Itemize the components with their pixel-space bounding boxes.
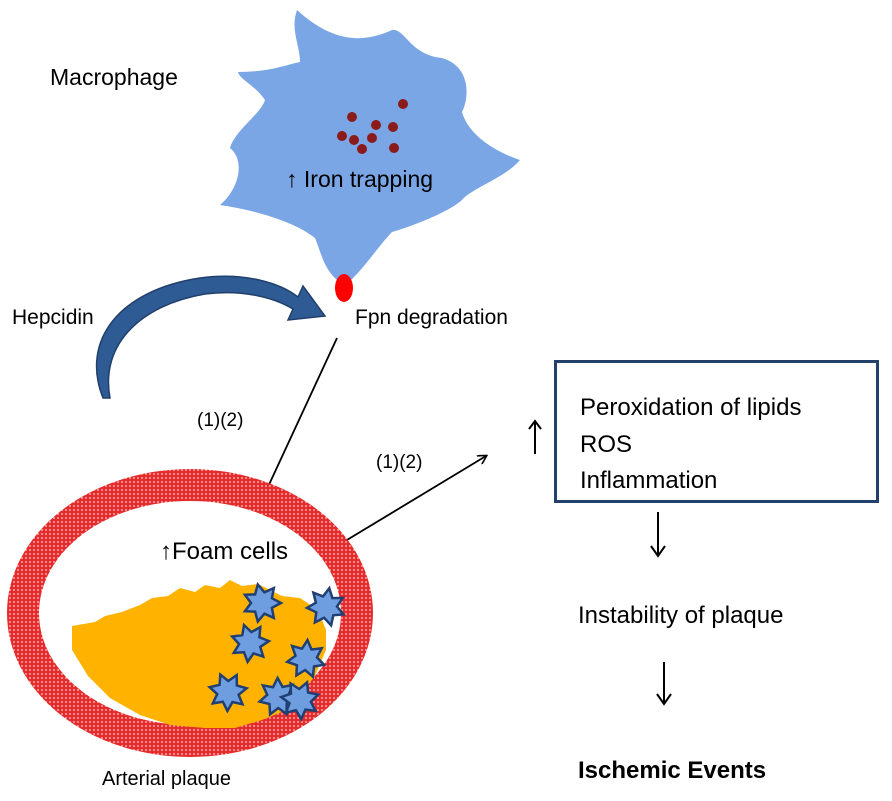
iron-dot <box>389 143 399 153</box>
iron-dot <box>349 135 359 145</box>
hepcidin-arrow <box>95 275 327 399</box>
foam-cell-star <box>284 637 327 680</box>
foam-cell-star <box>278 679 321 722</box>
iron-dot <box>398 99 408 109</box>
foam-cell-star <box>229 622 272 665</box>
effect-item: Inflammation <box>580 467 718 494</box>
iron-particles <box>337 99 408 154</box>
foam-cells-label: ↑Foam cells <box>160 538 289 565</box>
pathway-reference-1: (1)(2) <box>197 410 244 431</box>
arterial-plaque-label: Arterial plaque <box>102 768 231 790</box>
foam-to-effects-arrow <box>331 456 486 550</box>
fpn-degradation-label: Fpn degradation <box>355 306 508 329</box>
effects-box: Peroxidation of lipids ROS Inflammation <box>554 360 879 503</box>
iron-dot <box>388 122 398 132</box>
iron-dot <box>347 112 357 122</box>
ferroportin-marker <box>335 274 353 302</box>
down-arrow-icon <box>650 512 666 558</box>
hepcidin-label: Hepcidin <box>12 306 94 329</box>
down-arrow-icon <box>656 662 672 706</box>
iron-dot <box>371 120 381 130</box>
foam-cell-star <box>242 581 284 625</box>
iron-dot <box>357 144 367 154</box>
plaque-foam-cells <box>206 581 346 722</box>
effect-item: Peroxidation of lipids <box>580 394 802 421</box>
increase-arrow-icon <box>528 419 542 454</box>
plaque-instability-label: Instability of plaque <box>578 602 784 629</box>
iron-dot <box>337 131 347 141</box>
iron-dot <box>367 133 377 143</box>
iron-trapping-label: ↑ Iron trapping <box>286 166 434 192</box>
effect-item: ROS <box>580 431 633 458</box>
pathway-reference-2: (1)(2) <box>376 452 423 473</box>
macrophage-label: Macrophage <box>50 64 178 90</box>
macrophage-cell <box>220 10 520 285</box>
foam-cell-star <box>206 672 250 714</box>
foam-cell-star <box>304 585 346 628</box>
ischemic-events-label: Ischemic Events <box>578 757 767 784</box>
